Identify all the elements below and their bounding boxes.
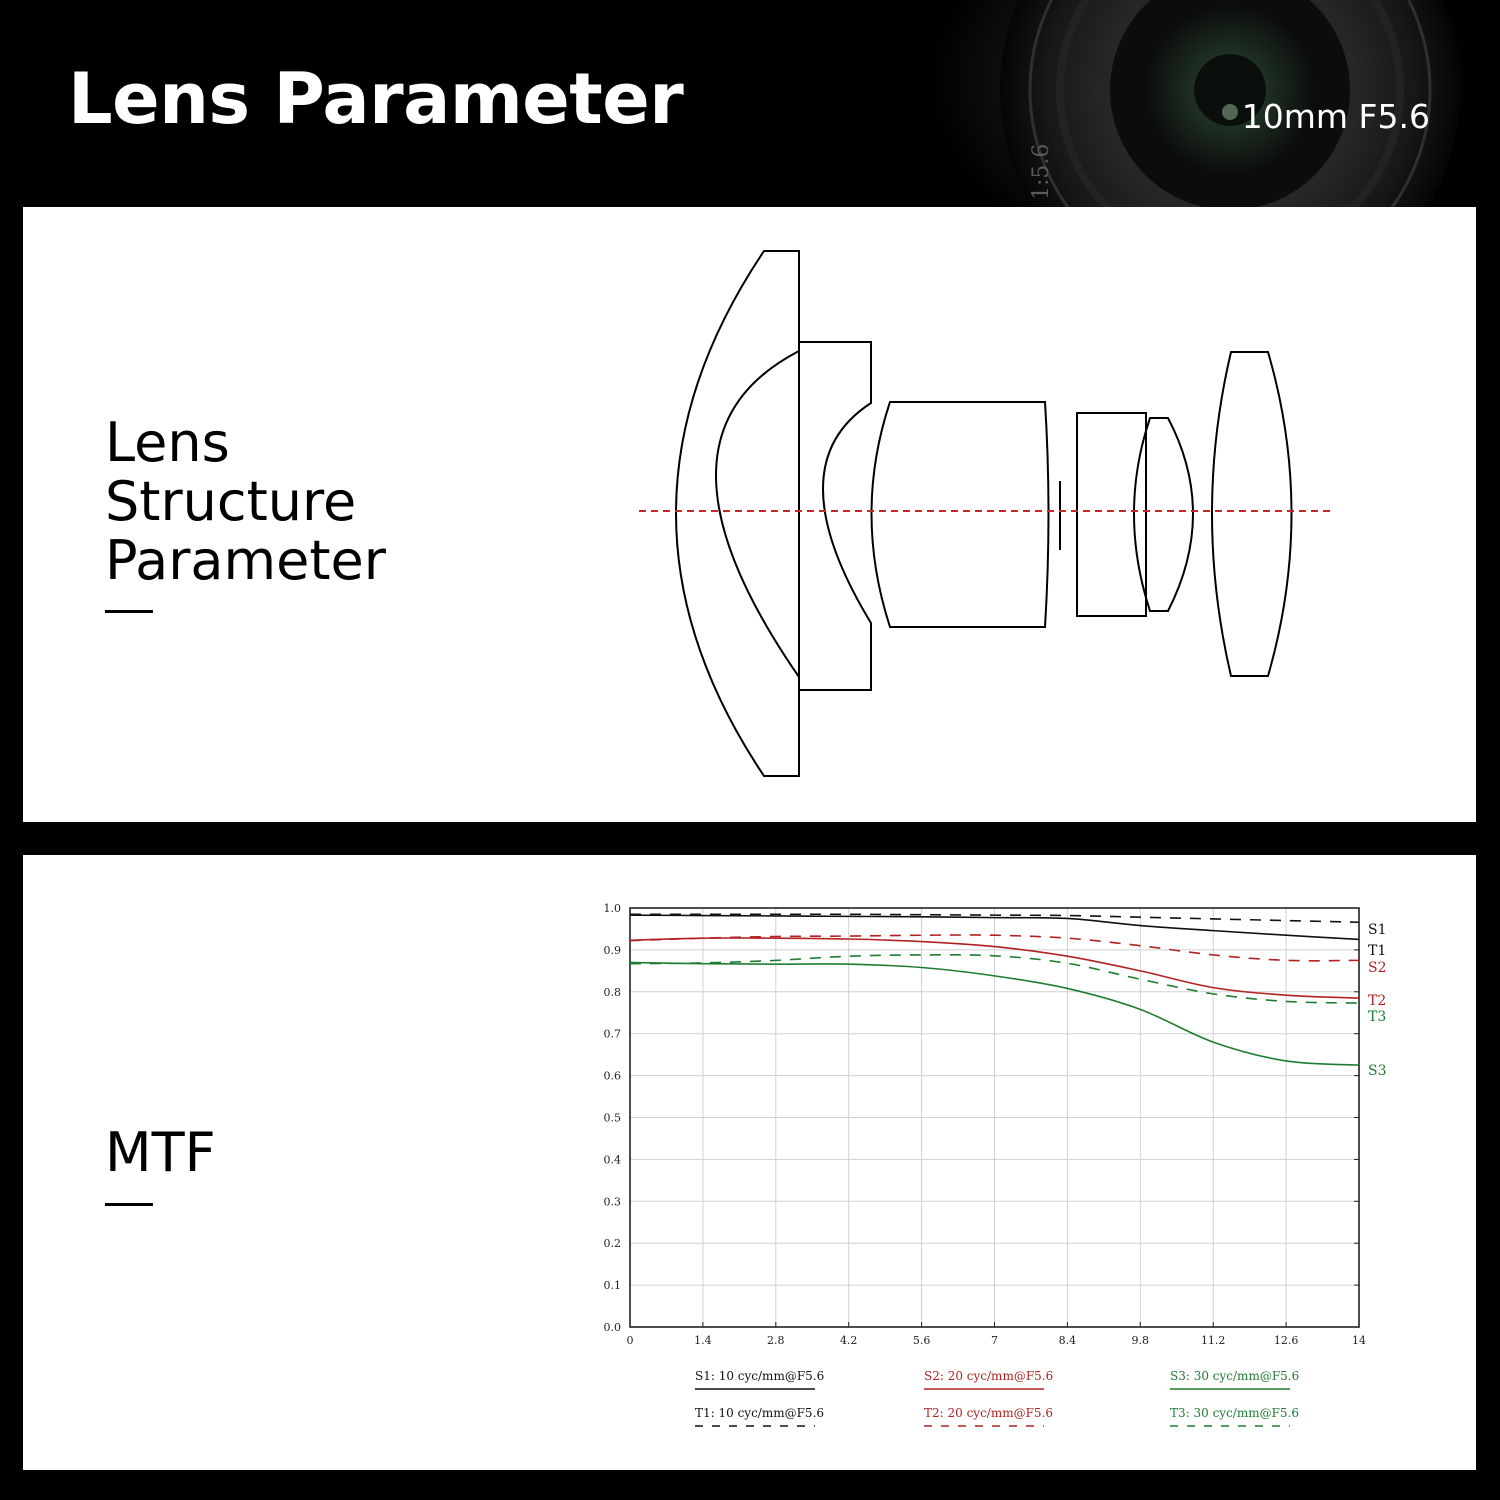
lens-element-4 [870, 401, 1050, 628]
series-line-s2 [629, 937, 1360, 999]
x-tick-label: 12.6 [1274, 1334, 1299, 1347]
legend-label-s1: S1: 10 cyc/mm@F5.6 [695, 1369, 824, 1383]
series-line-s3 [629, 961, 1360, 1066]
lens-element-3 [798, 341, 872, 691]
x-tick-label: 14 [1352, 1334, 1366, 1347]
y-tick-label: 0.5 [604, 1112, 622, 1125]
legend-label-t2: T2: 20 cyc/mm@F5.6 [924, 1406, 1053, 1420]
lens-structure-diagram [639, 250, 1335, 777]
series-line-s1 [629, 914, 1360, 941]
end-label-t1: T1 [1368, 943, 1386, 959]
barrel-engraving: 1:5.6 [1029, 144, 1054, 200]
y-tick-label: 0.1 [604, 1279, 622, 1292]
y-tick-label: 0.3 [604, 1195, 622, 1208]
lens-photo-graphic: 1:5.6 [1000, 0, 1460, 220]
lens-structure-underline [105, 610, 153, 613]
lens-element-6 [1133, 417, 1194, 612]
mtf-panel: MTF 0 1.4 2.8 4.2 5.6 7 8.4 9.8 11.2 12.6 14 0.0 0.1… [23, 855, 1476, 1470]
x-tick-label: 7 [991, 1334, 998, 1347]
lens-element-5 [1076, 412, 1147, 617]
y-tick-label: 0.4 [604, 1153, 622, 1166]
mtf-heading: MTF [105, 1121, 216, 1184]
end-label-s1: S1 [1368, 922, 1387, 938]
legend-label-s2: S2: 20 cyc/mm@F5.6 [924, 1369, 1053, 1383]
series-line-t1 [630, 913, 1360, 924]
y-tick-label: 0.7 [604, 1028, 622, 1041]
end-label-t2: T2 [1368, 993, 1386, 1009]
lens-structure-panel: Lens Structure Parameter [23, 207, 1476, 822]
series-line-t3 [629, 953, 1360, 1004]
x-tick-label: 2.8 [767, 1334, 785, 1347]
page-title: Lens Parameter [68, 58, 684, 140]
lens-structure-heading: Lens Structure Parameter [105, 411, 386, 592]
y-tick-label: 0.0 [604, 1321, 622, 1334]
legend-label-t1: T1: 10 cyc/mm@F5.6 [695, 1406, 824, 1420]
y-tick-label: 0.2 [604, 1237, 622, 1250]
lens-element-7 [1211, 351, 1293, 677]
y-tick-label: 1.0 [604, 902, 622, 915]
x-tick-label: 1.4 [694, 1334, 712, 1347]
x-tick-label: 0 [627, 1334, 634, 1347]
legend-label-t3: T3: 30 cyc/mm@F5.6 [1170, 1406, 1299, 1420]
mtf-underline [105, 1203, 153, 1206]
series-line-t2 [629, 934, 1360, 962]
plot-frame [629, 907, 1360, 1328]
x-tick-label: 8.4 [1059, 1334, 1077, 1347]
y-tick-label: 0.8 [604, 986, 622, 999]
y-tick-label: 0.9 [604, 944, 622, 957]
legend-label-s3: S3: 30 cyc/mm@F5.6 [1170, 1369, 1299, 1383]
lens-element-1 [675, 250, 800, 777]
x-tick-label: 4.2 [840, 1334, 858, 1347]
end-label-s2: S2 [1368, 960, 1387, 976]
x-tick-label: 9.8 [1132, 1334, 1150, 1347]
end-label-t3: T3 [1368, 1009, 1386, 1025]
x-tick-label: 11.2 [1201, 1334, 1226, 1347]
lens-model: 10mm F5.6 [1241, 97, 1430, 136]
header-banner: 1:5.6 Lens Parameter 10mm F5.6 [0, 0, 1500, 220]
mtf-chart: 0 1.4 2.8 4.2 5.6 7 8.4 9.8 11.2 12.6 14 0.0 0.1 0.2 0… [604, 902, 1387, 1427]
y-tick-label: 0.6 [604, 1070, 622, 1083]
lens-element-2 [715, 350, 800, 678]
x-tick-label: 5.6 [913, 1334, 931, 1347]
end-label-s3: S3 [1368, 1063, 1387, 1079]
